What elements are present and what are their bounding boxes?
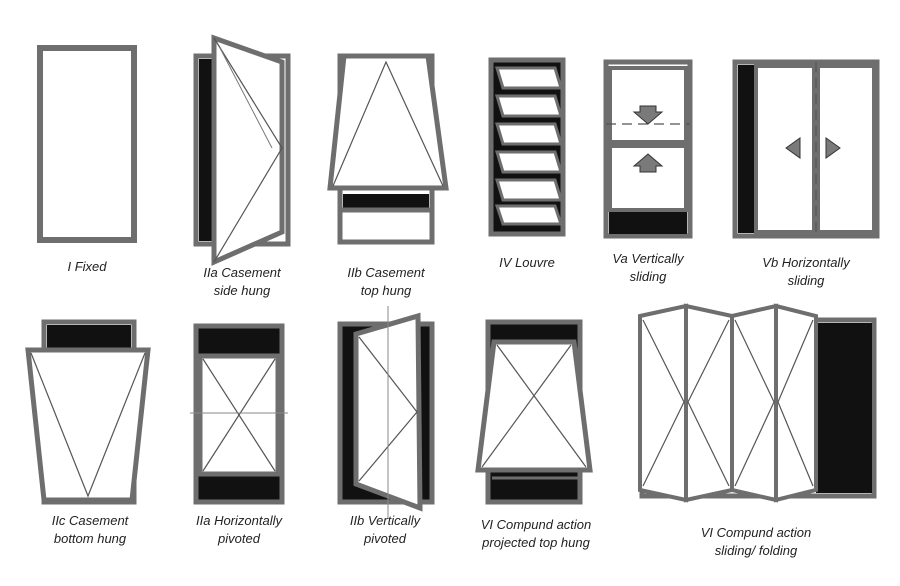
caption-compound-projected-top-hung: VI Compund action projected top hung [480, 517, 592, 550]
casement-side-hung-window [193, 34, 291, 266]
vertically-pivoted-window [337, 306, 435, 518]
fixed-window [37, 45, 137, 243]
caption-compound-sliding-folding: VI Compund action sliding/ folding [700, 525, 812, 558]
caption-louvre: IV Louvre [499, 255, 555, 270]
compound-sliding-folding-window [638, 303, 877, 503]
caption-horizontally-pivoted: IIa Horizontally pivoted [196, 513, 282, 546]
caption-vertically-sliding: Va Vertically sliding [612, 251, 684, 284]
caption-horizontally-sliding: Vb Horizontally sliding [762, 255, 850, 288]
compound-projected-top-hung-window [475, 319, 593, 505]
horizontally-sliding-window [732, 59, 880, 239]
caption-casement-side-hung: IIa Casement side hung [203, 265, 281, 298]
horizontally-pivoted-window [190, 323, 288, 505]
caption-casement-bottom-hung: IIc Casement bottom hung [51, 513, 129, 546]
caption-casement-top-hung: IIb Casement top hung [347, 265, 425, 298]
casement-bottom-hung-window [25, 319, 151, 505]
casement-top-hung-window [327, 53, 449, 245]
caption-fixed: I Fixed [67, 259, 107, 274]
louvre-window [488, 57, 566, 237]
vertically-sliding-window [603, 59, 693, 239]
caption-vertically-pivoted: IIb Vertically pivoted [349, 513, 421, 546]
